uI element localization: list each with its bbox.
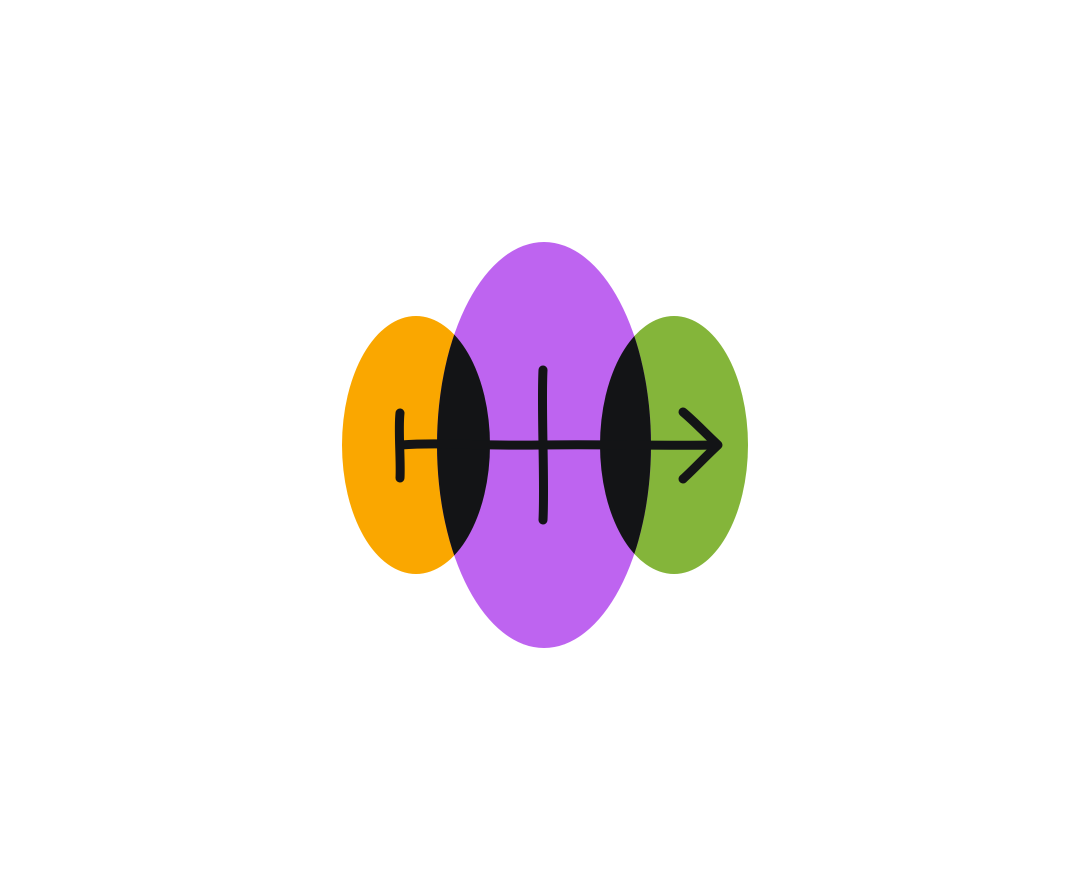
arrow-head — [678, 407, 723, 484]
right-overlap — [600, 316, 651, 574]
middle-tick — [537, 365, 549, 525]
start-tick — [394, 408, 405, 483]
arrow-icon — [394, 365, 723, 525]
arrow-shaft — [396, 439, 721, 450]
left-overlap — [437, 316, 490, 574]
